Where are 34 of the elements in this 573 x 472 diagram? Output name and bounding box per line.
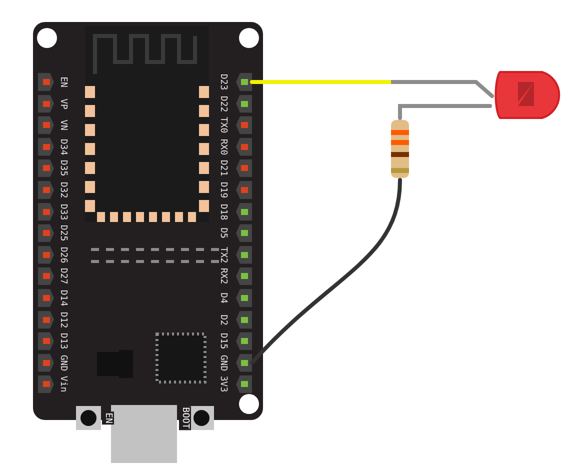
- pin-label: Vin: [58, 376, 68, 393]
- pin-label: D34: [58, 138, 68, 155]
- pin-label: D35: [58, 160, 68, 177]
- pin-label: D21: [218, 160, 228, 177]
- button-label: BOOT: [179, 406, 191, 430]
- pin-label: D14: [58, 290, 68, 306]
- pin-label: 3V3: [218, 376, 228, 393]
- wire: [398, 104, 492, 120]
- pin-label: RX2: [218, 268, 228, 285]
- button-label: EN: [102, 412, 114, 424]
- pin-label: D12: [58, 311, 68, 328]
- pin-label: D25: [58, 225, 68, 242]
- pin-label: TX0: [218, 117, 228, 134]
- pin-label: D23: [218, 74, 228, 90]
- pin-label: GND: [58, 354, 68, 371]
- pin-label: GND: [218, 354, 228, 371]
- pin-label: D26: [58, 246, 68, 263]
- pin-label: D5: [218, 228, 228, 239]
- pin-label: TX2: [218, 246, 228, 263]
- pin-label: D22: [218, 95, 228, 112]
- wire: [250, 80, 494, 98]
- pin-label: D32: [58, 182, 68, 198]
- pin-label: RX0: [218, 138, 228, 155]
- pin-label: D27: [58, 268, 68, 285]
- pin-label: VN: [58, 120, 68, 131]
- pin-label: VP: [58, 98, 68, 110]
- pin-label: D33: [58, 203, 68, 220]
- pin-label: EN: [58, 76, 68, 88]
- pin-label: D4: [218, 292, 228, 304]
- pin-label: D15: [218, 333, 228, 350]
- pin-label: D19: [218, 182, 228, 198]
- pin-label: D18: [218, 203, 228, 220]
- pin-label: D13: [58, 333, 68, 350]
- pin-label: D2: [218, 314, 228, 326]
